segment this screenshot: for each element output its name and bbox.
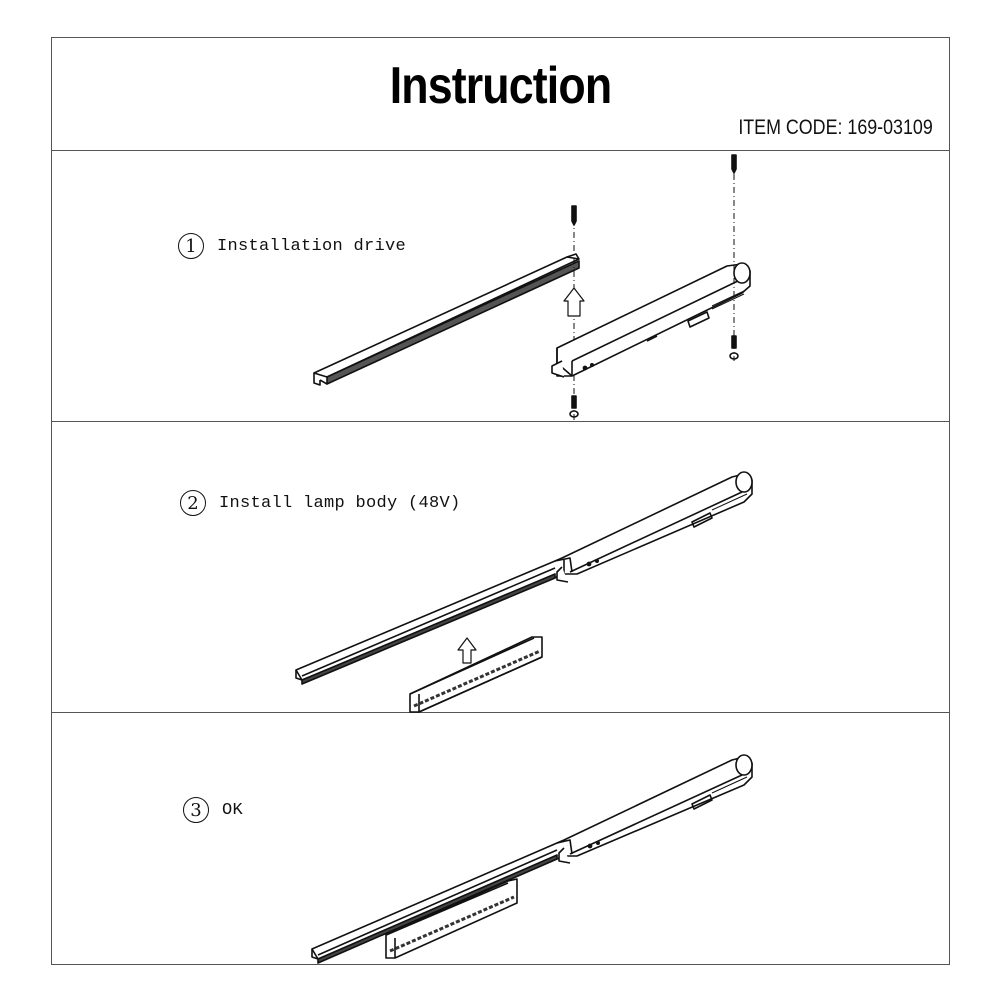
assembled-light-illustration: [311, 754, 753, 964]
step-3-heading: 3 OK: [183, 797, 243, 823]
install-lamp-body-illustration: [295, 471, 753, 713]
lamp-module-icon: [409, 636, 543, 713]
page-title: Instruction: [389, 57, 612, 115]
step-1-heading: 1 Installation drive: [178, 233, 406, 259]
track-rail-icon: [313, 253, 580, 386]
track-with-driver-icon: [295, 471, 753, 685]
step-number-badge: 2: [180, 490, 206, 516]
step-1-panel: 1 Installation drive: [52, 151, 949, 422]
header: Instruction ITEM CODE: 169-03109: [52, 38, 949, 151]
driver-box-icon: [551, 262, 751, 378]
mounted-lamp-module-icon: [385, 878, 518, 959]
item-code: ITEM CODE: 169-03109: [738, 116, 933, 139]
step-number-badge: 3: [183, 797, 209, 823]
step-label: Installation drive: [217, 236, 407, 256]
assembled-track-icon: [311, 754, 753, 964]
step-2-heading: 2 Install lamp body (48V): [180, 490, 461, 516]
instruction-sheet: Instruction ITEM CODE: 169-03109 1 Insta…: [51, 37, 950, 965]
step-3-panel: 3 OK: [52, 713, 949, 965]
installation-drive-illustration: [313, 154, 751, 421]
step-2-panel: 2 Install lamp body (48V): [52, 422, 949, 713]
step-label: Install lamp body (48V): [219, 493, 461, 513]
step-number-badge: 1: [178, 233, 204, 259]
step-label: OK: [222, 800, 244, 820]
